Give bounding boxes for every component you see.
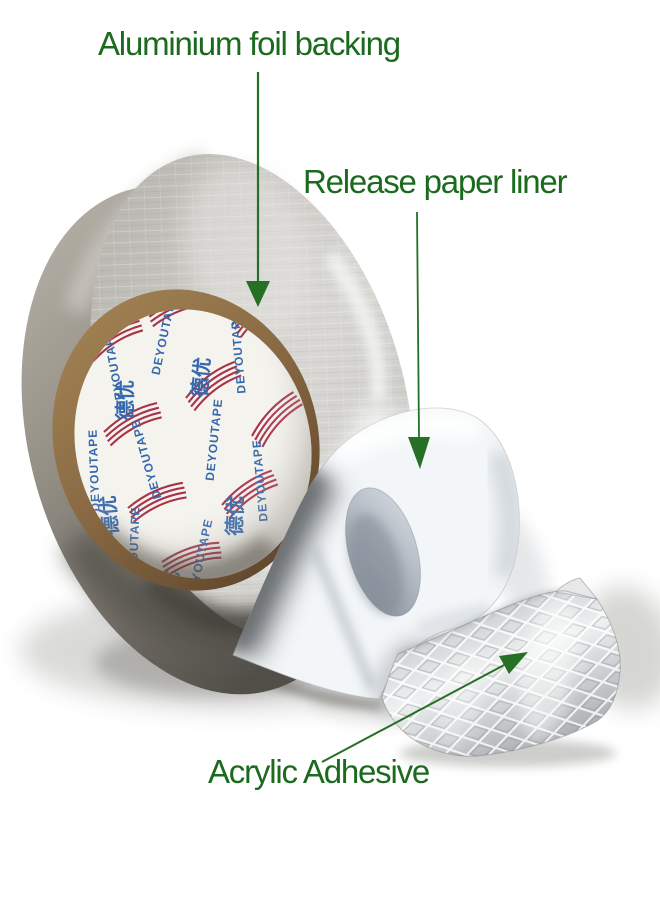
tape-fold-curl	[554, 577, 599, 600]
foil-backing-label: Aluminium foil backing	[98, 25, 401, 62]
release-liner-label: Release paper liner	[303, 163, 568, 200]
adhesive-arrow-line	[321, 663, 507, 763]
annotation-arrows	[246, 72, 528, 763]
liner-arrow-line	[416, 211, 420, 438]
acrylic-adhesive-label: Acrylic Adhesive	[208, 753, 430, 790]
liner-arrow-head	[408, 437, 430, 469]
adhesive-tape-end	[381, 577, 621, 757]
adhesive-arrow-head	[499, 652, 528, 674]
foil-arrow-head	[246, 281, 270, 307]
